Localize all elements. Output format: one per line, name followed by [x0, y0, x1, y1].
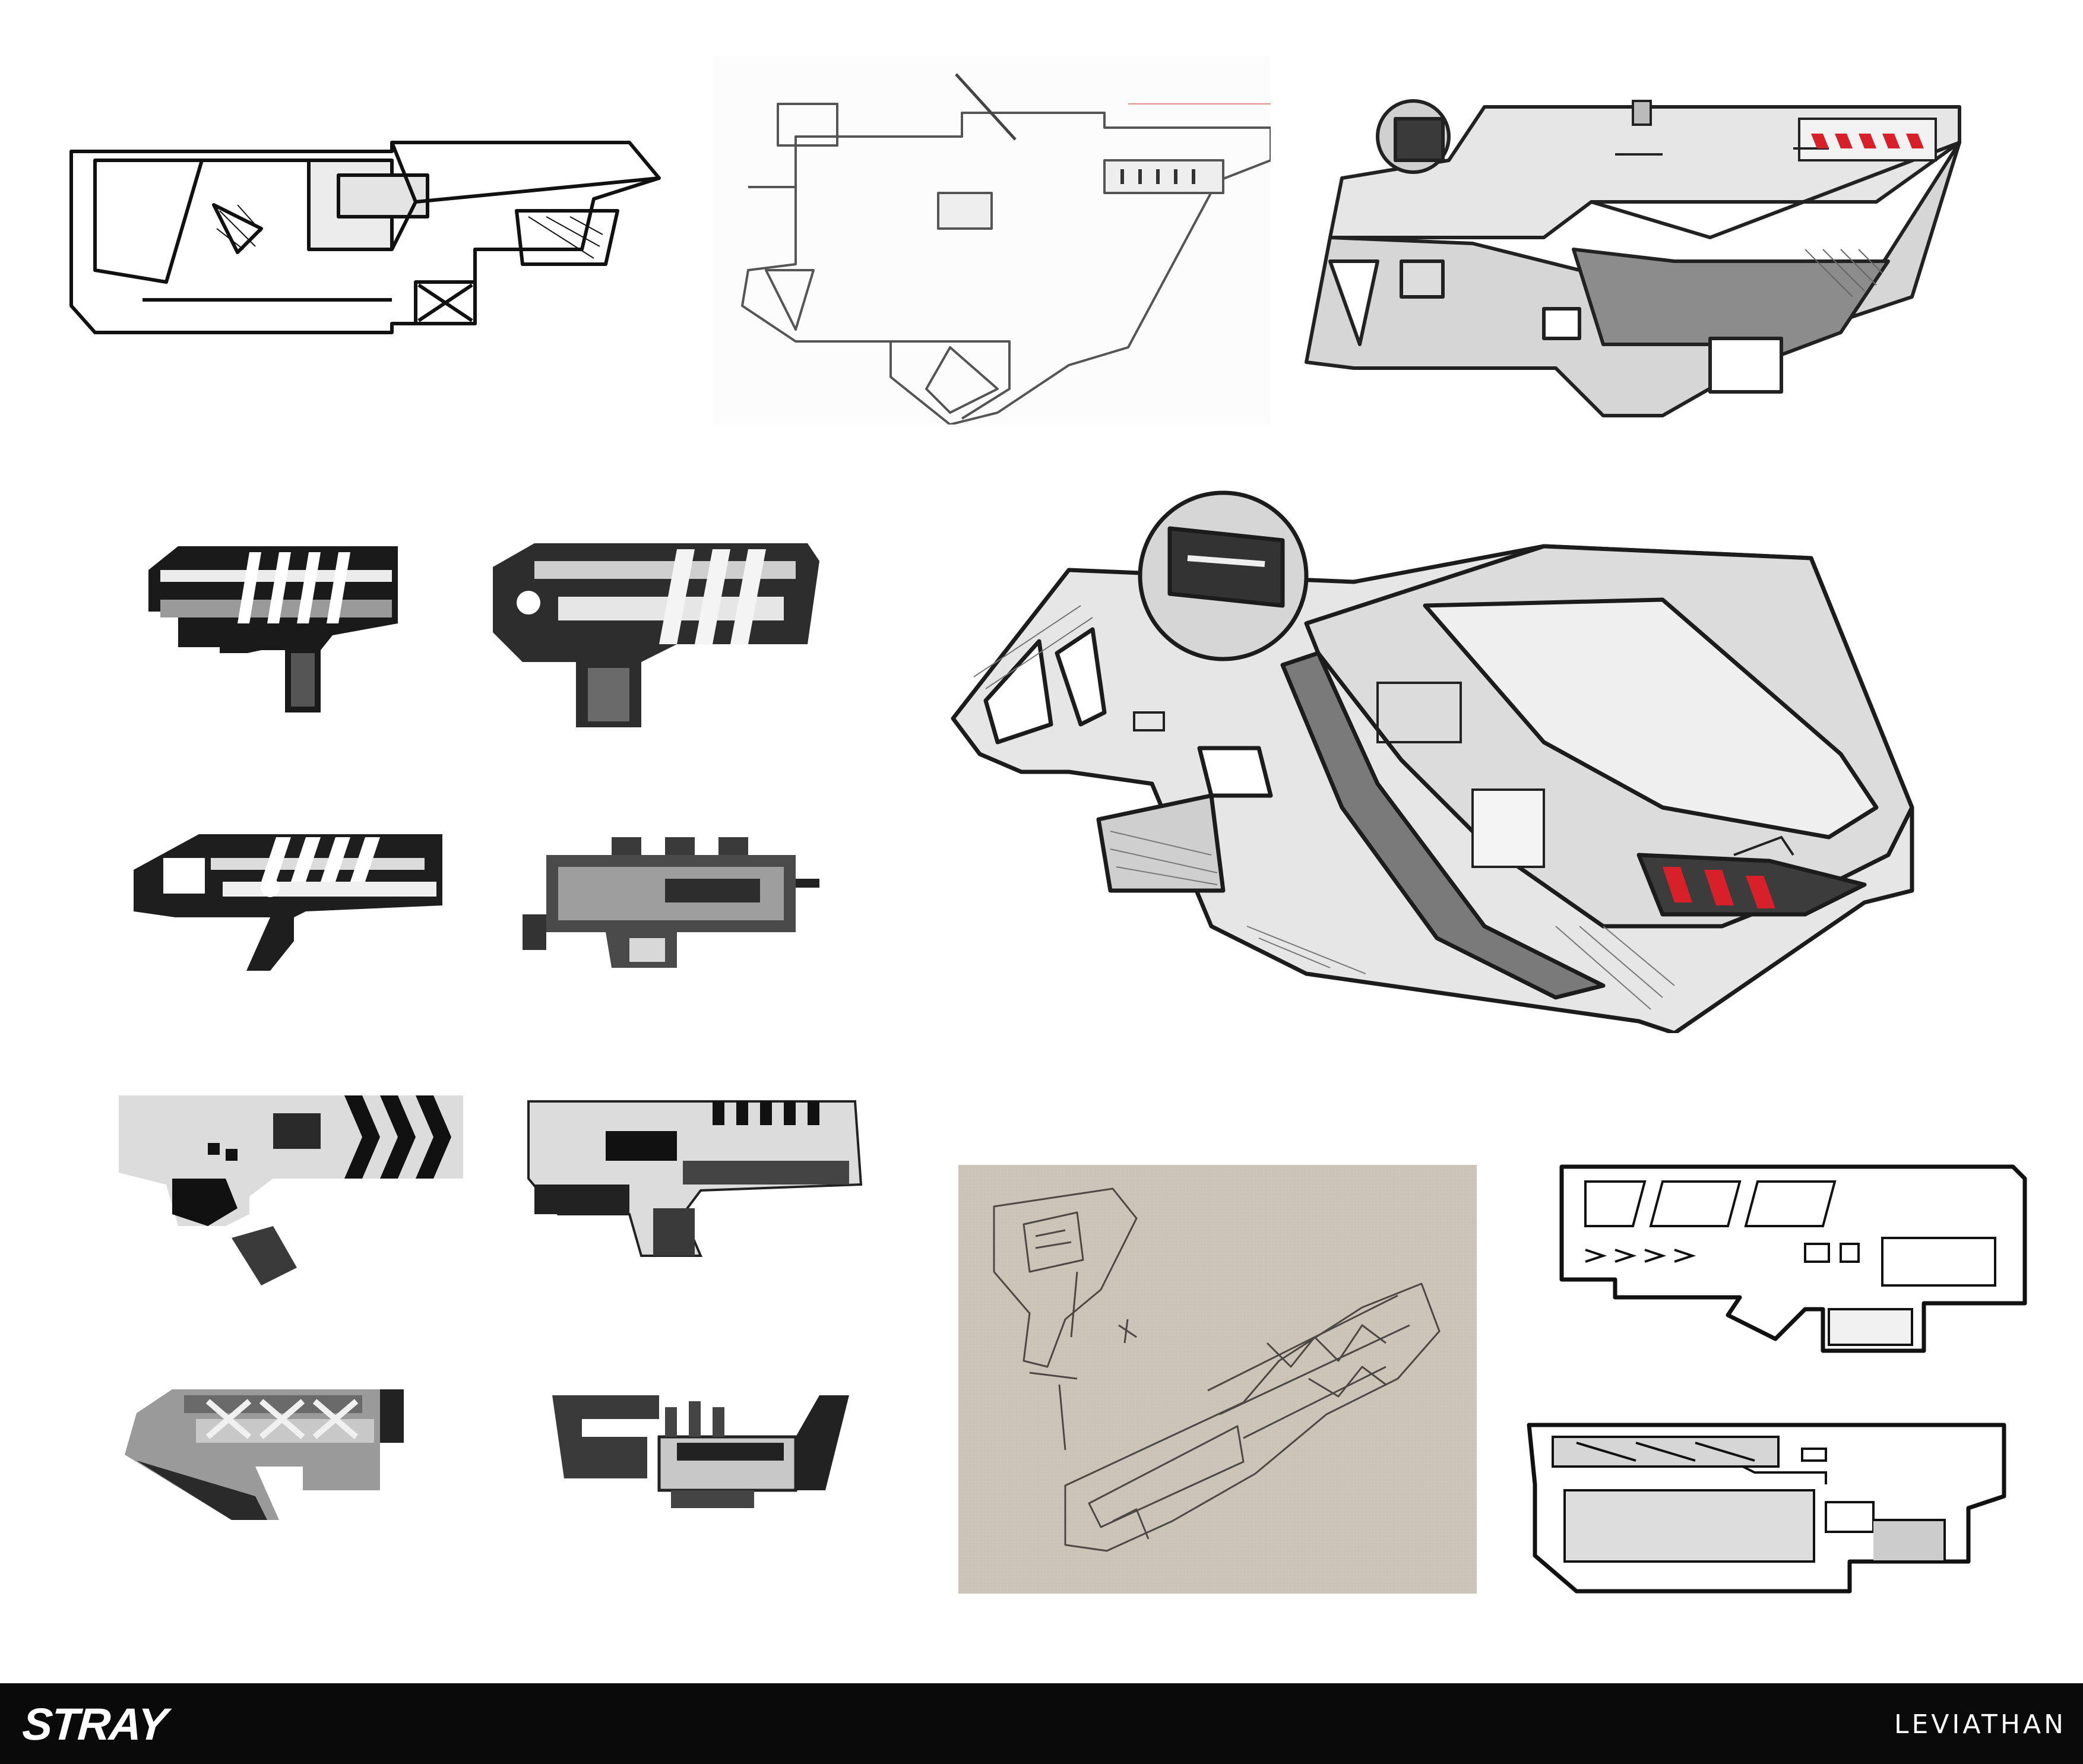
clean-lineart-1	[1544, 1155, 2031, 1369]
concept-sheet	[59, 56, 2031, 1615]
blaster-3q-render	[950, 475, 1930, 1033]
blaster-shaded-sketch	[1294, 83, 1965, 433]
studio-credit: LEVIATHAN	[1894, 1709, 2066, 1740]
silhouette-3	[128, 822, 448, 977]
silhouette-6	[523, 1095, 867, 1268]
silhouette-7	[125, 1377, 410, 1526]
silhouette-4	[523, 831, 825, 980]
paper-pencil-sketch	[958, 1165, 1477, 1594]
footer-bar: STRAY LEVIATHAN	[0, 1683, 2083, 1764]
silhouette-8	[546, 1383, 855, 1514]
clean-lineart-2	[1517, 1413, 2010, 1615]
blaster-pencil-sketch	[713, 56, 1271, 425]
silhouette-5	[119, 1090, 475, 1291]
blaster-rough-ink-sketch	[59, 128, 671, 341]
stray-logo: STRAY	[21, 1699, 168, 1750]
silhouette-2	[487, 537, 819, 739]
silhouette-1	[143, 534, 404, 712]
